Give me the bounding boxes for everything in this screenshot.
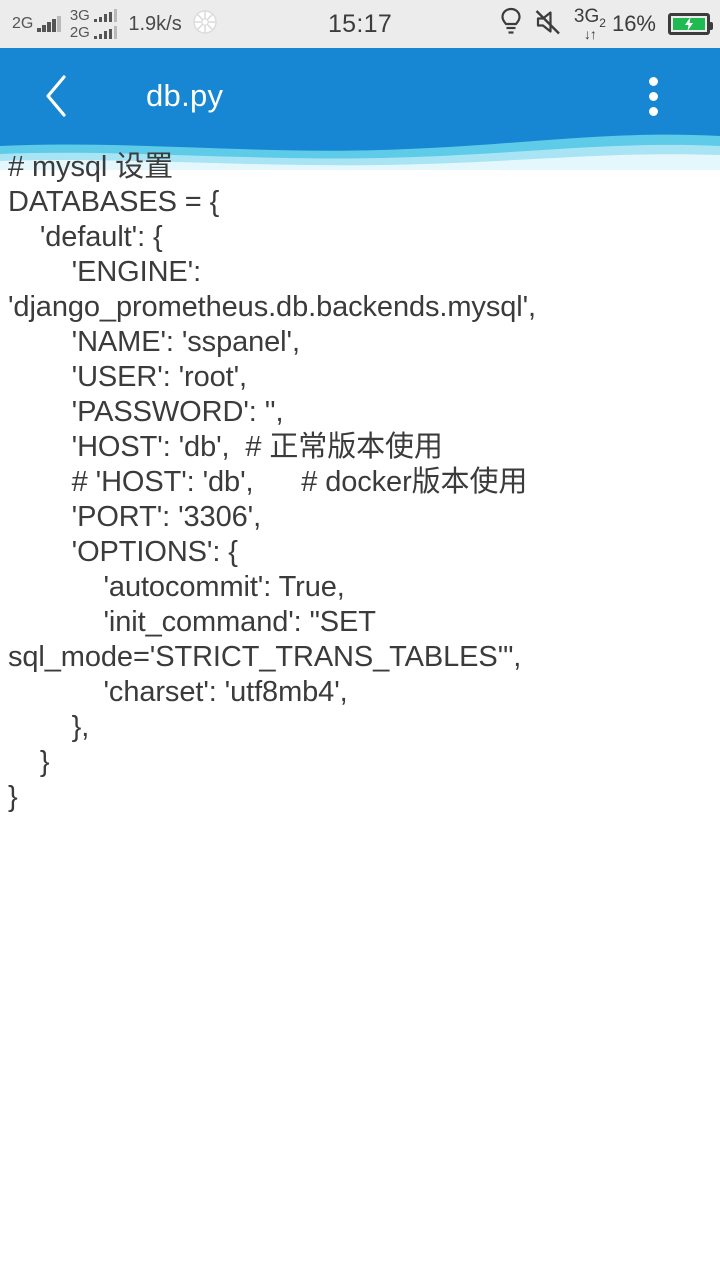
lightning-bolt-icon bbox=[685, 17, 693, 31]
back-button[interactable] bbox=[34, 70, 80, 122]
more-vertical-icon[interactable] bbox=[638, 70, 668, 122]
status-bar: 2G 3G 2G 1.9k/s bbox=[0, 0, 720, 48]
signal-row-3g: 3G bbox=[70, 8, 118, 23]
signal-indicator-primary: 2G bbox=[12, 16, 61, 32]
code-line: # 'HOST': 'db', # docker版本使用 bbox=[8, 466, 528, 498]
data-network-label: 3G2 bbox=[573, 6, 606, 30]
status-bar-left: 2G 3G 2G 1.9k/s bbox=[12, 8, 219, 41]
code-line: DATABASES = { bbox=[8, 186, 220, 218]
carrier-secondary-top-label: 3G bbox=[69, 7, 90, 24]
carrier-secondary-bottom-label: 2G bbox=[69, 24, 90, 41]
code-line: sql_mode='STRICT_TRANS_TABLES'", bbox=[8, 641, 522, 673]
code-line: 'autocommit': True, bbox=[8, 571, 345, 603]
code-line: } bbox=[8, 781, 18, 813]
signal-bars-primary-icon bbox=[37, 16, 61, 32]
signal-row-2g: 2G bbox=[70, 25, 118, 40]
signal-bars-3g-icon bbox=[93, 9, 118, 22]
code-line: 'ENGINE': bbox=[8, 256, 202, 288]
code-line: 'charset': 'utf8mb4', bbox=[8, 676, 348, 708]
code-line: }, bbox=[8, 711, 90, 743]
speaker-muted-icon bbox=[534, 8, 562, 41]
clock-label: 15:17 bbox=[327, 9, 393, 38]
data-transfer-arrows-icon: ↓↑ bbox=[583, 25, 597, 42]
code-line: } bbox=[8, 746, 50, 778]
signal-indicator-secondary: 3G 2G bbox=[70, 8, 118, 40]
code-line: 'OPTIONS': { bbox=[8, 536, 238, 568]
data-network-indicator: 3G2 ↓↑ bbox=[574, 7, 606, 41]
back-chevron-icon bbox=[46, 75, 66, 117]
app-bar: db.py bbox=[0, 48, 720, 144]
battery-percent-label: 16% bbox=[611, 11, 656, 36]
code-line: 'PORT': '3306', bbox=[8, 501, 262, 533]
data-network-sub-label: 2 bbox=[599, 15, 606, 30]
network-speed-label: 1.9k/s bbox=[128, 12, 182, 35]
sync-circle-icon bbox=[191, 8, 219, 41]
code-line: # mysql 设置 bbox=[8, 151, 173, 183]
code-line: 'USER': 'root', bbox=[8, 361, 248, 393]
battery-charging-icon bbox=[668, 13, 713, 35]
code-line: 'NAME': 'sspanel', bbox=[8, 326, 300, 358]
code-line: 'django_prometheus.db.backends.mysql', bbox=[8, 291, 536, 323]
carrier-primary-label: 2G bbox=[12, 15, 34, 32]
page-title: db.py bbox=[146, 78, 224, 113]
code-line: 'HOST': 'db', # 正常版本使用 bbox=[8, 431, 443, 463]
signal-bars-2g-icon bbox=[93, 26, 118, 39]
code-line: 'init_command': "SET bbox=[8, 606, 376, 638]
lightbulb-icon bbox=[500, 7, 522, 42]
code-line: 'default': { bbox=[8, 221, 163, 253]
code-line: 'PASSWORD': '', bbox=[8, 396, 284, 428]
status-bar-right: 3G2 ↓↑ 16% bbox=[500, 7, 713, 42]
